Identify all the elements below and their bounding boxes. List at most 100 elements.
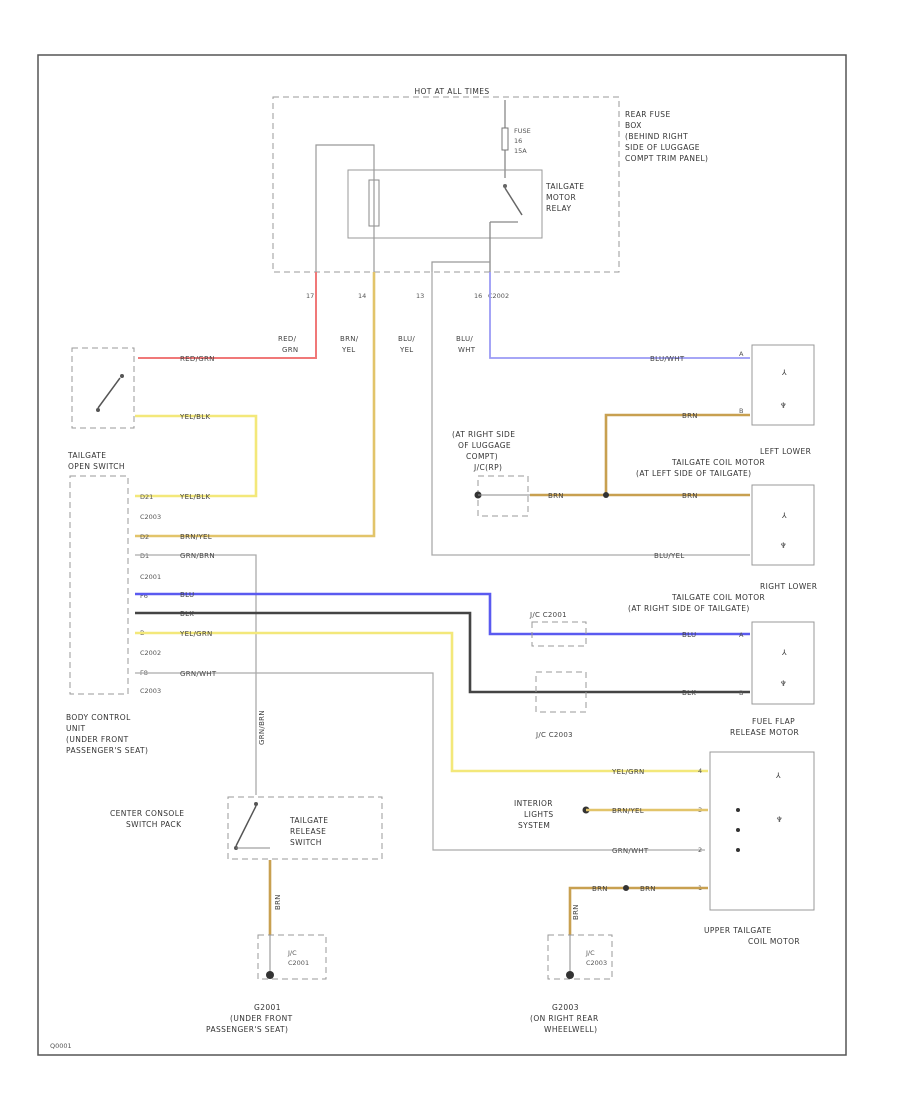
tailgate-open-switch-label: TAILGATE OPEN SWITCH xyxy=(67,451,125,471)
svg-text:D2: D2 xyxy=(140,533,149,541)
svg-text:C2002: C2002 xyxy=(140,649,161,657)
wire-label-brn-yel: BRN/YEL xyxy=(180,533,212,541)
svg-text:(AT RIGHT SIDE OF TAILGATE): (AT RIGHT SIDE OF TAILGATE) xyxy=(628,604,750,613)
svg-text:16: 16 xyxy=(514,137,522,145)
svg-text:C2001: C2001 xyxy=(140,573,161,581)
tailgate-release-switch-icon xyxy=(235,805,257,847)
svg-text:REAR FUSE: REAR FUSE xyxy=(625,110,671,119)
wire-label-brn-vertical-right: BRN xyxy=(572,904,580,920)
wire-red-grn xyxy=(138,272,317,359)
svg-text:SWITCH: SWITCH xyxy=(290,838,322,847)
center-console-label: CENTER CONSOLE SWITCH PACK xyxy=(110,809,184,829)
svg-text:15A: 15A xyxy=(514,147,527,155)
right-lower-motor-box xyxy=(751,621,815,705)
svg-text:OPEN SWITCH: OPEN SWITCH xyxy=(68,462,125,471)
fuse-symbol xyxy=(501,127,509,151)
wire-blu-yel xyxy=(431,272,750,556)
svg-text:♆: ♆ xyxy=(780,679,787,688)
body-control-unit-box xyxy=(69,475,129,695)
diagram-frame xyxy=(37,54,847,1056)
relay-switch-icon xyxy=(504,187,523,216)
svg-text:TAILGATE: TAILGATE xyxy=(67,451,106,460)
jc-c2001-label: J/C C2001 xyxy=(529,611,567,619)
c2002-pin-labels: 17 14 13 16 C2002 xyxy=(306,292,509,300)
wire-label-blu: BLU xyxy=(180,591,194,599)
svg-text:TAILGATE: TAILGATE xyxy=(289,816,328,825)
wire-grn-brn xyxy=(135,554,257,795)
svg-text:RED/: RED/ xyxy=(278,335,297,343)
svg-text:SWITCH PACK: SWITCH PACK xyxy=(126,820,182,829)
wire-label-blu-right: BLU xyxy=(682,631,696,639)
svg-text:(AT LEFT SIDE OF TAILGATE): (AT LEFT SIDE OF TAILGATE) xyxy=(636,469,752,478)
wire-label-yel-grn-right: YEL/GRN xyxy=(611,768,645,776)
svg-text:UNIT: UNIT xyxy=(66,724,86,733)
svg-text:FUEL FLAP: FUEL FLAP xyxy=(752,717,795,726)
rear-fuse-box-label: REAR FUSE BOX (BEHIND RIGHT SIDE OF LUGG… xyxy=(625,110,708,163)
svg-text:OF LUGGAGE: OF LUGGAGE xyxy=(458,441,511,450)
motor-icon-a: ⅄ xyxy=(782,368,787,377)
jc-c2001-ground-box xyxy=(257,934,327,980)
svg-text:WHT: WHT xyxy=(458,346,476,354)
svg-text:♆: ♆ xyxy=(780,541,787,550)
g2001-ground-icon xyxy=(266,971,274,979)
left-lower-motor-label: LEFT LOWER TAILGATE COIL MOTOR (AT LEFT … xyxy=(636,447,811,478)
svg-text:(AT RIGHT SIDE: (AT RIGHT SIDE xyxy=(452,430,515,439)
footer-code: Q0001 xyxy=(50,1042,72,1050)
svg-text:J/C: J/C xyxy=(287,949,297,957)
svg-text:MOTOR: MOTOR xyxy=(546,193,576,202)
wire-label-blk: BLK xyxy=(180,610,194,618)
wire-label-yel-grn: YEL/GRN xyxy=(179,630,213,638)
body-control-unit-label: BODY CONTROL UNIT (UNDER FRONT PASSENGER… xyxy=(66,713,148,755)
svg-text:C2003: C2003 xyxy=(586,959,607,967)
tailgate-open-switch-box xyxy=(71,347,135,429)
left-lower-motor-pin-a: A xyxy=(739,350,744,358)
fuse-box-internal-wire xyxy=(315,144,375,272)
svg-text:J/C(RP): J/C(RP) xyxy=(473,463,502,472)
wire-label-yel-blk-a: YEL/BLK xyxy=(179,413,210,421)
svg-text:16: 16 xyxy=(474,292,482,300)
svg-text:TAILGATE COIL MOTOR: TAILGATE COIL MOTOR xyxy=(671,593,765,602)
right-lower-motor-label: RIGHT LOWER TAILGATE COIL MOTOR (AT RIGH… xyxy=(628,582,817,613)
svg-text:BLU/: BLU/ xyxy=(398,335,415,343)
svg-text:BLU/: BLU/ xyxy=(456,335,473,343)
svg-text:D1: D1 xyxy=(140,552,149,560)
wire-label-brn-vertical: BRN xyxy=(274,894,282,910)
wire-label-grn-wht: GRN/WHT xyxy=(180,670,217,678)
tailgate-motor-relay-label: TAILGATE MOTOR RELAY xyxy=(545,182,584,213)
center-console-switch-box xyxy=(227,796,383,860)
svg-text:⅄: ⅄ xyxy=(782,511,787,520)
left-lower-motor-box xyxy=(751,484,815,566)
wire-label-brn-d: BRN xyxy=(592,885,608,893)
svg-text:LIGHTS: LIGHTS xyxy=(524,810,554,819)
svg-text:⅄: ⅄ xyxy=(782,648,787,657)
svg-text:J/C: J/C xyxy=(585,949,595,957)
jc-c2003-label: J/C C2003 xyxy=(535,731,573,739)
wire-blk xyxy=(135,611,750,694)
svg-text:YEL: YEL xyxy=(399,346,414,354)
wire-yel-grn xyxy=(135,631,708,773)
svg-text:♆: ♆ xyxy=(776,815,783,824)
svg-text:WHEELWELL): WHEELWELL) xyxy=(544,1025,597,1034)
svg-text:LEFT LOWER: LEFT LOWER xyxy=(760,447,811,456)
ground-luggage-label: (AT RIGHT SIDE OF LUGGAGE COMPT) J/C(RP) xyxy=(452,430,515,472)
jc-c2001-ground-label: J/C C2001 xyxy=(287,949,309,967)
right-lower-motor-pin-a: A xyxy=(739,631,744,639)
wire-label-blu-wht: BLU/WHT xyxy=(650,355,685,363)
svg-text:INTERIOR: INTERIOR xyxy=(514,799,553,808)
tailgate-release-label: TAILGATE RELEASE SWITCH xyxy=(289,816,328,847)
motor-icon-b: ♆ xyxy=(780,401,787,410)
svg-text:C2002: C2002 xyxy=(488,292,509,300)
svg-text:PASSENGER'S SEAT): PASSENGER'S SEAT) xyxy=(206,1025,288,1034)
hot-at-all-times-label: HOT AT ALL TIMES xyxy=(414,87,489,96)
g2003-label: G2003 (ON RIGHT REAR WHEELWELL) xyxy=(530,1003,598,1034)
svg-text:YEL: YEL xyxy=(341,346,356,354)
svg-text:TAILGATE COIL MOTOR: TAILGATE COIL MOTOR xyxy=(671,458,765,467)
svg-text:CENTER CONSOLE: CENTER CONSOLE xyxy=(110,809,184,818)
svg-text:BRN/: BRN/ xyxy=(340,335,359,343)
svg-text:PASSENGER'S SEAT): PASSENGER'S SEAT) xyxy=(66,746,148,755)
svg-text:(BEHIND RIGHT: (BEHIND RIGHT xyxy=(625,132,688,141)
svg-text:17: 17 xyxy=(306,292,314,300)
fuse-label: FUSE 16 15A xyxy=(514,127,531,155)
left-lower-motor-box-top xyxy=(751,344,815,426)
